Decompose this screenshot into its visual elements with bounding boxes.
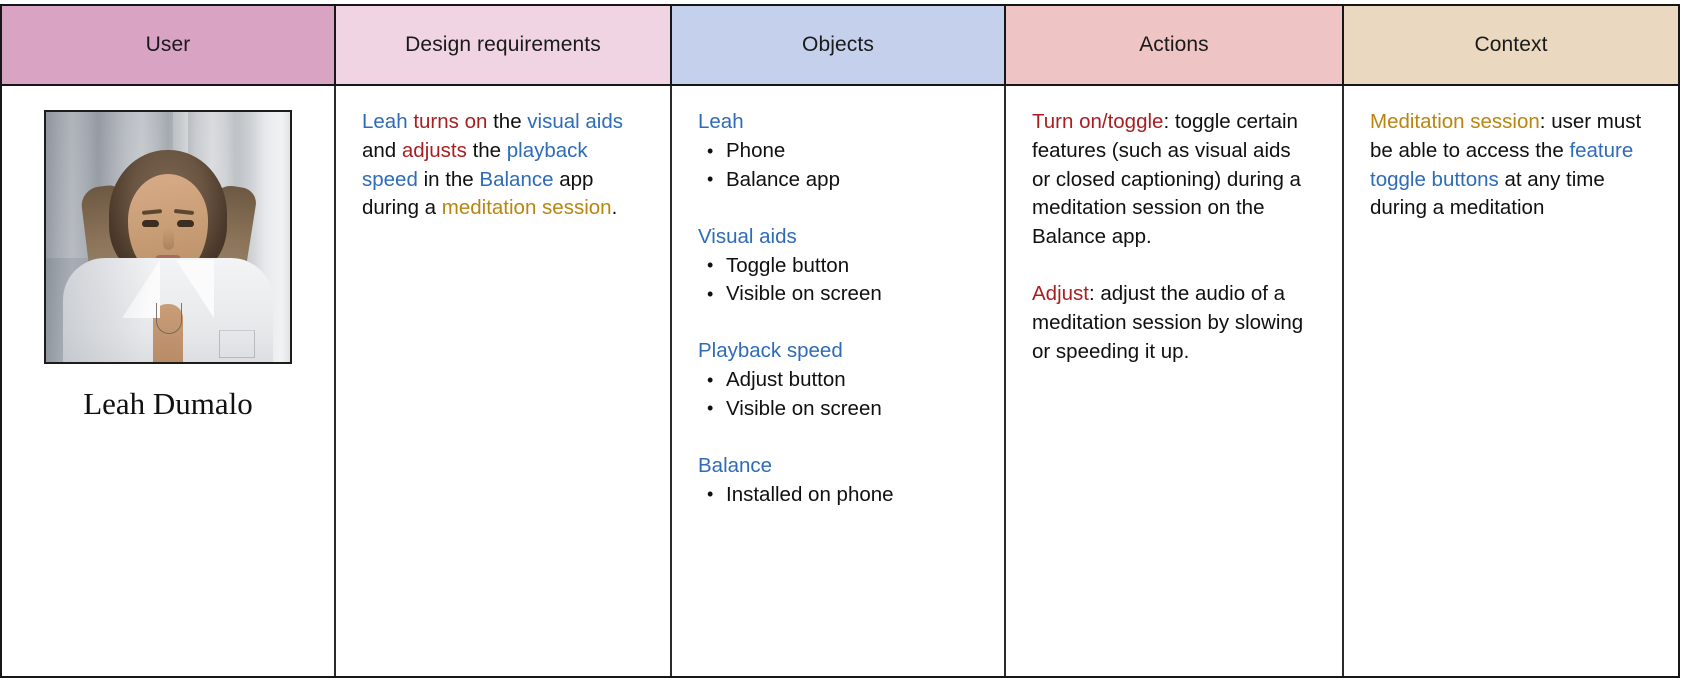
cell-user: Leah Dumalo [2, 86, 336, 676]
photo-eye-right [177, 220, 194, 227]
list-item: Phone [698, 137, 980, 166]
header-cell-design-requirements: Design requirements [336, 6, 672, 84]
objects-group-title: Visual aids [698, 224, 797, 248]
objects-item-list: Adjust buttonVisible on screen [698, 366, 980, 424]
photo-collar-left [122, 260, 160, 318]
action-description: : adjust the audio of a meditation sessi… [1032, 281, 1304, 363]
design-requirement-fragment-10: app during a [362, 167, 594, 220]
list-item: Installed on phone [698, 480, 980, 510]
context-fragment-0: Meditation session [1370, 110, 1540, 133]
persona-requirements-table: User Design requirements Objects Actions… [0, 4, 1680, 678]
objects-item-list: Installed on phone [698, 480, 980, 510]
objects-group: LeahPhoneBalance app [698, 108, 980, 195]
design-requirement-fragment-5: adjusts [401, 138, 473, 162]
objects-group: Visual aidsToggle buttonVisible on scree… [698, 223, 980, 310]
design-requirement-fragment-1: turns on [413, 110, 494, 133]
context-fragment-1: : user must be able to access the [1370, 110, 1642, 162]
user-name: Leah Dumalo [83, 386, 253, 421]
photo-nose [163, 228, 174, 250]
photo-brow-left [141, 209, 163, 215]
design-requirement-fragment-12: . [611, 196, 618, 220]
objects-group-title: Balance [698, 453, 773, 477]
photo-brow-right [173, 208, 195, 216]
design-requirement-fragment-8: in the [423, 167, 480, 191]
header-label-actions: Actions [1139, 33, 1209, 56]
photo-necklace [156, 303, 182, 334]
list-item: Visible on screen [698, 280, 980, 309]
list-item: Balance app [698, 165, 980, 195]
design-requirement-fragment-0: Leah [362, 110, 414, 133]
action-term: Adjust [1032, 281, 1089, 305]
photo-eye-left [142, 220, 159, 227]
header-label-user: User [145, 33, 191, 56]
list-item: Toggle button [698, 251, 980, 281]
list-item: Visible on screen [698, 394, 980, 424]
user-photo [44, 110, 292, 364]
objects-group: Playback speedAdjust buttonVisible on sc… [698, 337, 980, 424]
objects-group: BalanceInstalled on phone [698, 452, 980, 510]
objects-item-list: Toggle buttonVisible on screen [698, 251, 980, 310]
photo-collar-right [176, 260, 214, 318]
objects-group-title: Playback speed [698, 339, 843, 363]
design-requirement-fragment-6: the [472, 138, 507, 162]
header-cell-actions: Actions [1006, 6, 1344, 84]
action-description: : toggle certain features (such as visua… [1032, 110, 1301, 249]
header-cell-objects: Objects [672, 6, 1006, 84]
photo-shirt-pocket [219, 330, 255, 358]
photo-white-shirt [63, 258, 273, 362]
photo-shirt-shadow [46, 258, 159, 362]
header-label-objects: Objects [802, 33, 874, 56]
design-requirement-fragment-3: visual aids [527, 110, 624, 133]
objects-group-title: Leah [698, 110, 744, 133]
design-requirement-fragment-9: Balance [479, 167, 560, 191]
action-block: Adjust: adjust the audio of a meditation… [1032, 280, 1314, 366]
actions-block-list: Turn on/toggle: toggle certain features … [1032, 108, 1318, 366]
cell-context: Meditation session: user must be able to… [1344, 86, 1678, 676]
objects-item-list: PhoneBalance app [698, 137, 980, 195]
header-label-design-requirements: Design requirements [405, 33, 601, 56]
cell-actions: Turn on/toggle: toggle certain features … [1006, 86, 1344, 676]
context-fragment-3: at any time during a meditation [1370, 167, 1605, 220]
cell-design-requirements: Leah turns on the visual aids and adjust… [336, 86, 672, 676]
context-fragment-2: feature toggle buttons [1370, 138, 1634, 191]
header-label-context: Context [1474, 33, 1548, 56]
context-sentence: Meditation session: user must be able to… [1370, 108, 1652, 223]
list-item: Adjust button [698, 366, 980, 395]
table-header-row: User Design requirements Objects Actions… [2, 6, 1678, 86]
action-term: Turn on/toggle [1032, 110, 1164, 133]
design-requirements-sentence: Leah turns on the visual aids and adjust… [362, 108, 630, 223]
action-block: Turn on/toggle: toggle certain features … [1032, 108, 1314, 252]
design-requirement-fragment-4: and [362, 138, 402, 162]
design-requirement-fragment-7: playback speed [362, 138, 588, 191]
design-requirement-fragment-11: meditation session [441, 196, 612, 220]
header-cell-user: User [2, 6, 336, 84]
header-cell-context: Context [1344, 6, 1678, 84]
table-body-row: Leah Dumalo Leah turns on the visual aid… [2, 86, 1678, 676]
design-requirement-fragment-2: the [493, 110, 528, 133]
